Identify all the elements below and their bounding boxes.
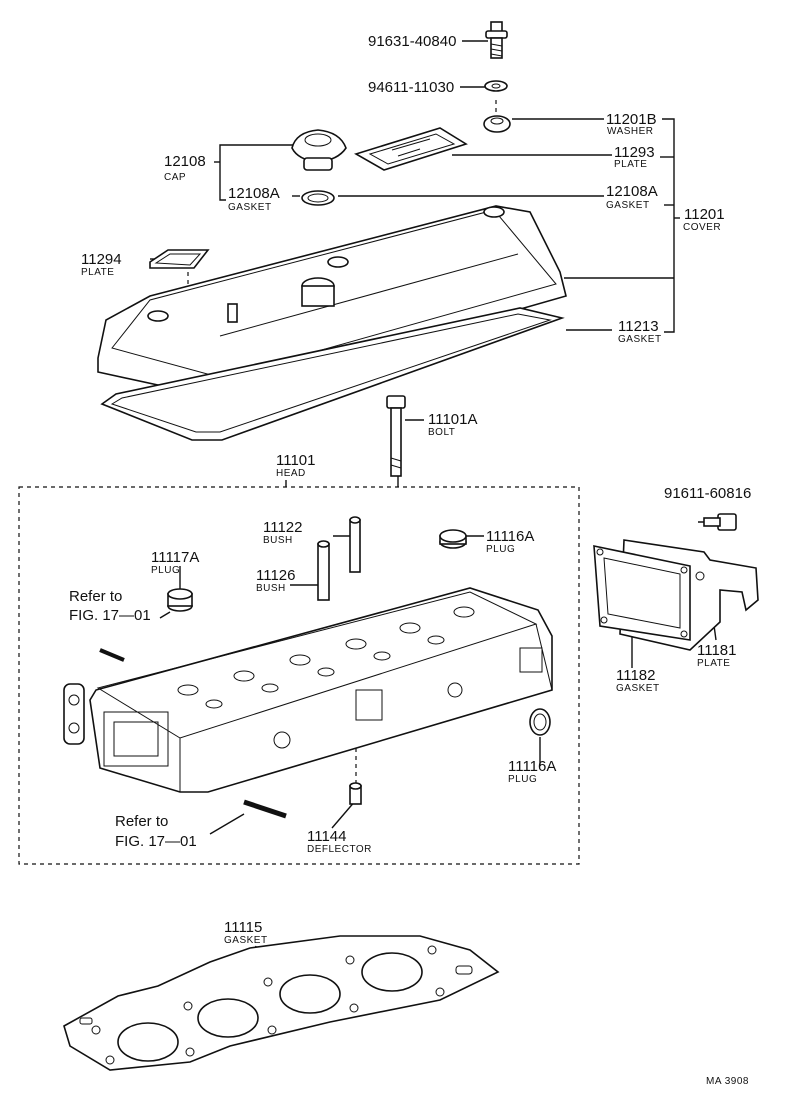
svg-text:FIG. 17—01: FIG. 17—01: [69, 607, 151, 624]
washer-11201b: [483, 115, 511, 133]
oil-filler-cap-12108: [291, 129, 347, 171]
svg-text:12108A: 12108A: [606, 183, 658, 200]
label-12108a-gasket-right: 12108A GASKET: [606, 183, 658, 211]
svg-text:BUSH: BUSH: [256, 583, 286, 594]
washer-94611-11030: [484, 80, 508, 92]
svg-text:PLUG: PLUG: [151, 565, 180, 576]
plug-11117a: [167, 588, 193, 612]
plug-11116a-top: [439, 529, 467, 549]
svg-text:HEAD: HEAD: [276, 468, 306, 479]
bush-11126: [317, 540, 330, 601]
svg-text:PLATE: PLATE: [81, 267, 114, 278]
label-11101a-bolt: 11101A BOLT: [428, 411, 478, 438]
svg-text:94611-11030: 94611-11030: [368, 79, 454, 96]
gasket-11182: [593, 545, 691, 641]
cylinder-head-11101: [63, 587, 553, 793]
svg-text:11201: 11201: [684, 206, 725, 223]
svg-text:11116A: 11116A: [508, 758, 556, 775]
svg-text:11201B: 11201B: [606, 111, 657, 128]
svg-text:11101: 11101: [276, 452, 316, 469]
leader-lines: [150, 40, 717, 973]
svg-text:11213: 11213: [618, 318, 659, 335]
label-11122-bush: 11122 BUSH: [263, 519, 303, 546]
svg-text:11126: 11126: [256, 567, 296, 584]
figure-code: MA 3908: [706, 1076, 749, 1087]
label-94611-11030: 94611-11030: [368, 79, 454, 96]
svg-text:11101A: 11101A: [428, 411, 478, 428]
svg-text:CAP: CAP: [164, 172, 186, 183]
head-bolt-11101a: [386, 395, 406, 477]
stud-top: [99, 648, 125, 662]
label-91631-40840: 91631-40840: [368, 33, 456, 50]
svg-text:BOLT: BOLT: [428, 427, 455, 438]
svg-text:FIG. 17—01: FIG. 17—01: [115, 833, 197, 850]
bolt-91631-40840: [485, 21, 508, 59]
deflector-11144: [349, 782, 362, 805]
svg-text:11293: 11293: [614, 144, 655, 161]
bolt-91611-60816: [703, 513, 737, 531]
label-11181-plate: 11181 PLATE: [697, 642, 737, 669]
head-assembly-box: [18, 486, 580, 865]
svg-text:12108A: 12108A: [228, 185, 280, 202]
label-11126-bush: 11126 BUSH: [256, 567, 296, 594]
svg-text:11117A: 11117A: [151, 549, 199, 566]
svg-text:11181: 11181: [697, 642, 737, 659]
label-91611-60816: 91611-60816: [664, 485, 751, 502]
svg-text:Refer to: Refer to: [69, 588, 122, 605]
svg-text:DEFLECTOR: DEFLECTOR: [307, 844, 372, 855]
svg-text:11116A: 11116A: [486, 528, 534, 545]
svg-text:11294: 11294: [81, 251, 122, 268]
label-11116a-plug-bottom: 11116A PLUG: [508, 758, 556, 785]
svg-text:PLUG: PLUG: [508, 774, 537, 785]
head-gasket-11115: [63, 935, 500, 1071]
plug-11116a-bottom: [529, 708, 551, 736]
plate-11294: [149, 249, 210, 269]
svg-text:GASKET: GASKET: [606, 200, 650, 211]
svg-text:12108: 12108: [164, 153, 206, 170]
bush-11122: [349, 516, 361, 573]
label-11293-plate: 11293 PLATE: [614, 144, 655, 170]
label-11144-deflector: 11144 DEFLECTOR: [307, 828, 372, 855]
label-11182-gasket: 11182 GASKET: [616, 667, 660, 694]
svg-text:11122: 11122: [263, 519, 303, 536]
label-11115-gasket: 11115 GASKET: [224, 919, 268, 946]
label-11101-head: 11101 HEAD: [276, 452, 316, 479]
svg-text:GASKET: GASKET: [228, 202, 272, 213]
cover-gasket-11213: [100, 307, 565, 441]
cap-gasket-12108a: [301, 190, 335, 206]
svg-text:91611-60816: 91611-60816: [664, 485, 751, 502]
label-11294-plate: 11294 PLATE: [81, 251, 122, 278]
label-11116a-plug-top: 11116A PLUG: [486, 528, 534, 555]
svg-text:11115: 11115: [224, 919, 262, 936]
label-11201b-washer: 11201B WASHER: [606, 111, 657, 137]
svg-text:PLUG: PLUG: [486, 544, 515, 555]
stud-bottom: [243, 799, 287, 819]
reference-fig-17-01-top: Refer to FIG. 17—01: [69, 588, 151, 624]
svg-text:Refer to: Refer to: [115, 813, 168, 830]
label-11117a-plug: 11117A PLUG: [151, 549, 199, 576]
svg-text:11182: 11182: [616, 667, 656, 684]
label-12108-cap: 12108 CAP: [164, 153, 206, 183]
svg-text:WASHER: WASHER: [607, 126, 654, 137]
svg-text:GASKET: GASKET: [616, 683, 660, 694]
plate-11293: [354, 127, 468, 171]
svg-text:BUSH: BUSH: [263, 535, 293, 546]
svg-text:91631-40840: 91631-40840: [368, 33, 456, 50]
svg-text:PLATE: PLATE: [697, 658, 730, 669]
svg-text:GASKET: GASKET: [224, 935, 268, 946]
label-11201-cover: 11201 COVER: [683, 206, 725, 233]
svg-text:11144: 11144: [307, 828, 347, 845]
label-11213-gasket: 11213 GASKET: [618, 318, 662, 345]
reference-fig-17-01-bottom: Refer to FIG. 17—01: [115, 813, 197, 850]
label-12108a-gasket-left: 12108A GASKET: [228, 185, 280, 213]
svg-text:COVER: COVER: [683, 222, 721, 233]
svg-text:PLATE: PLATE: [614, 159, 647, 170]
svg-text:GASKET: GASKET: [618, 334, 662, 345]
